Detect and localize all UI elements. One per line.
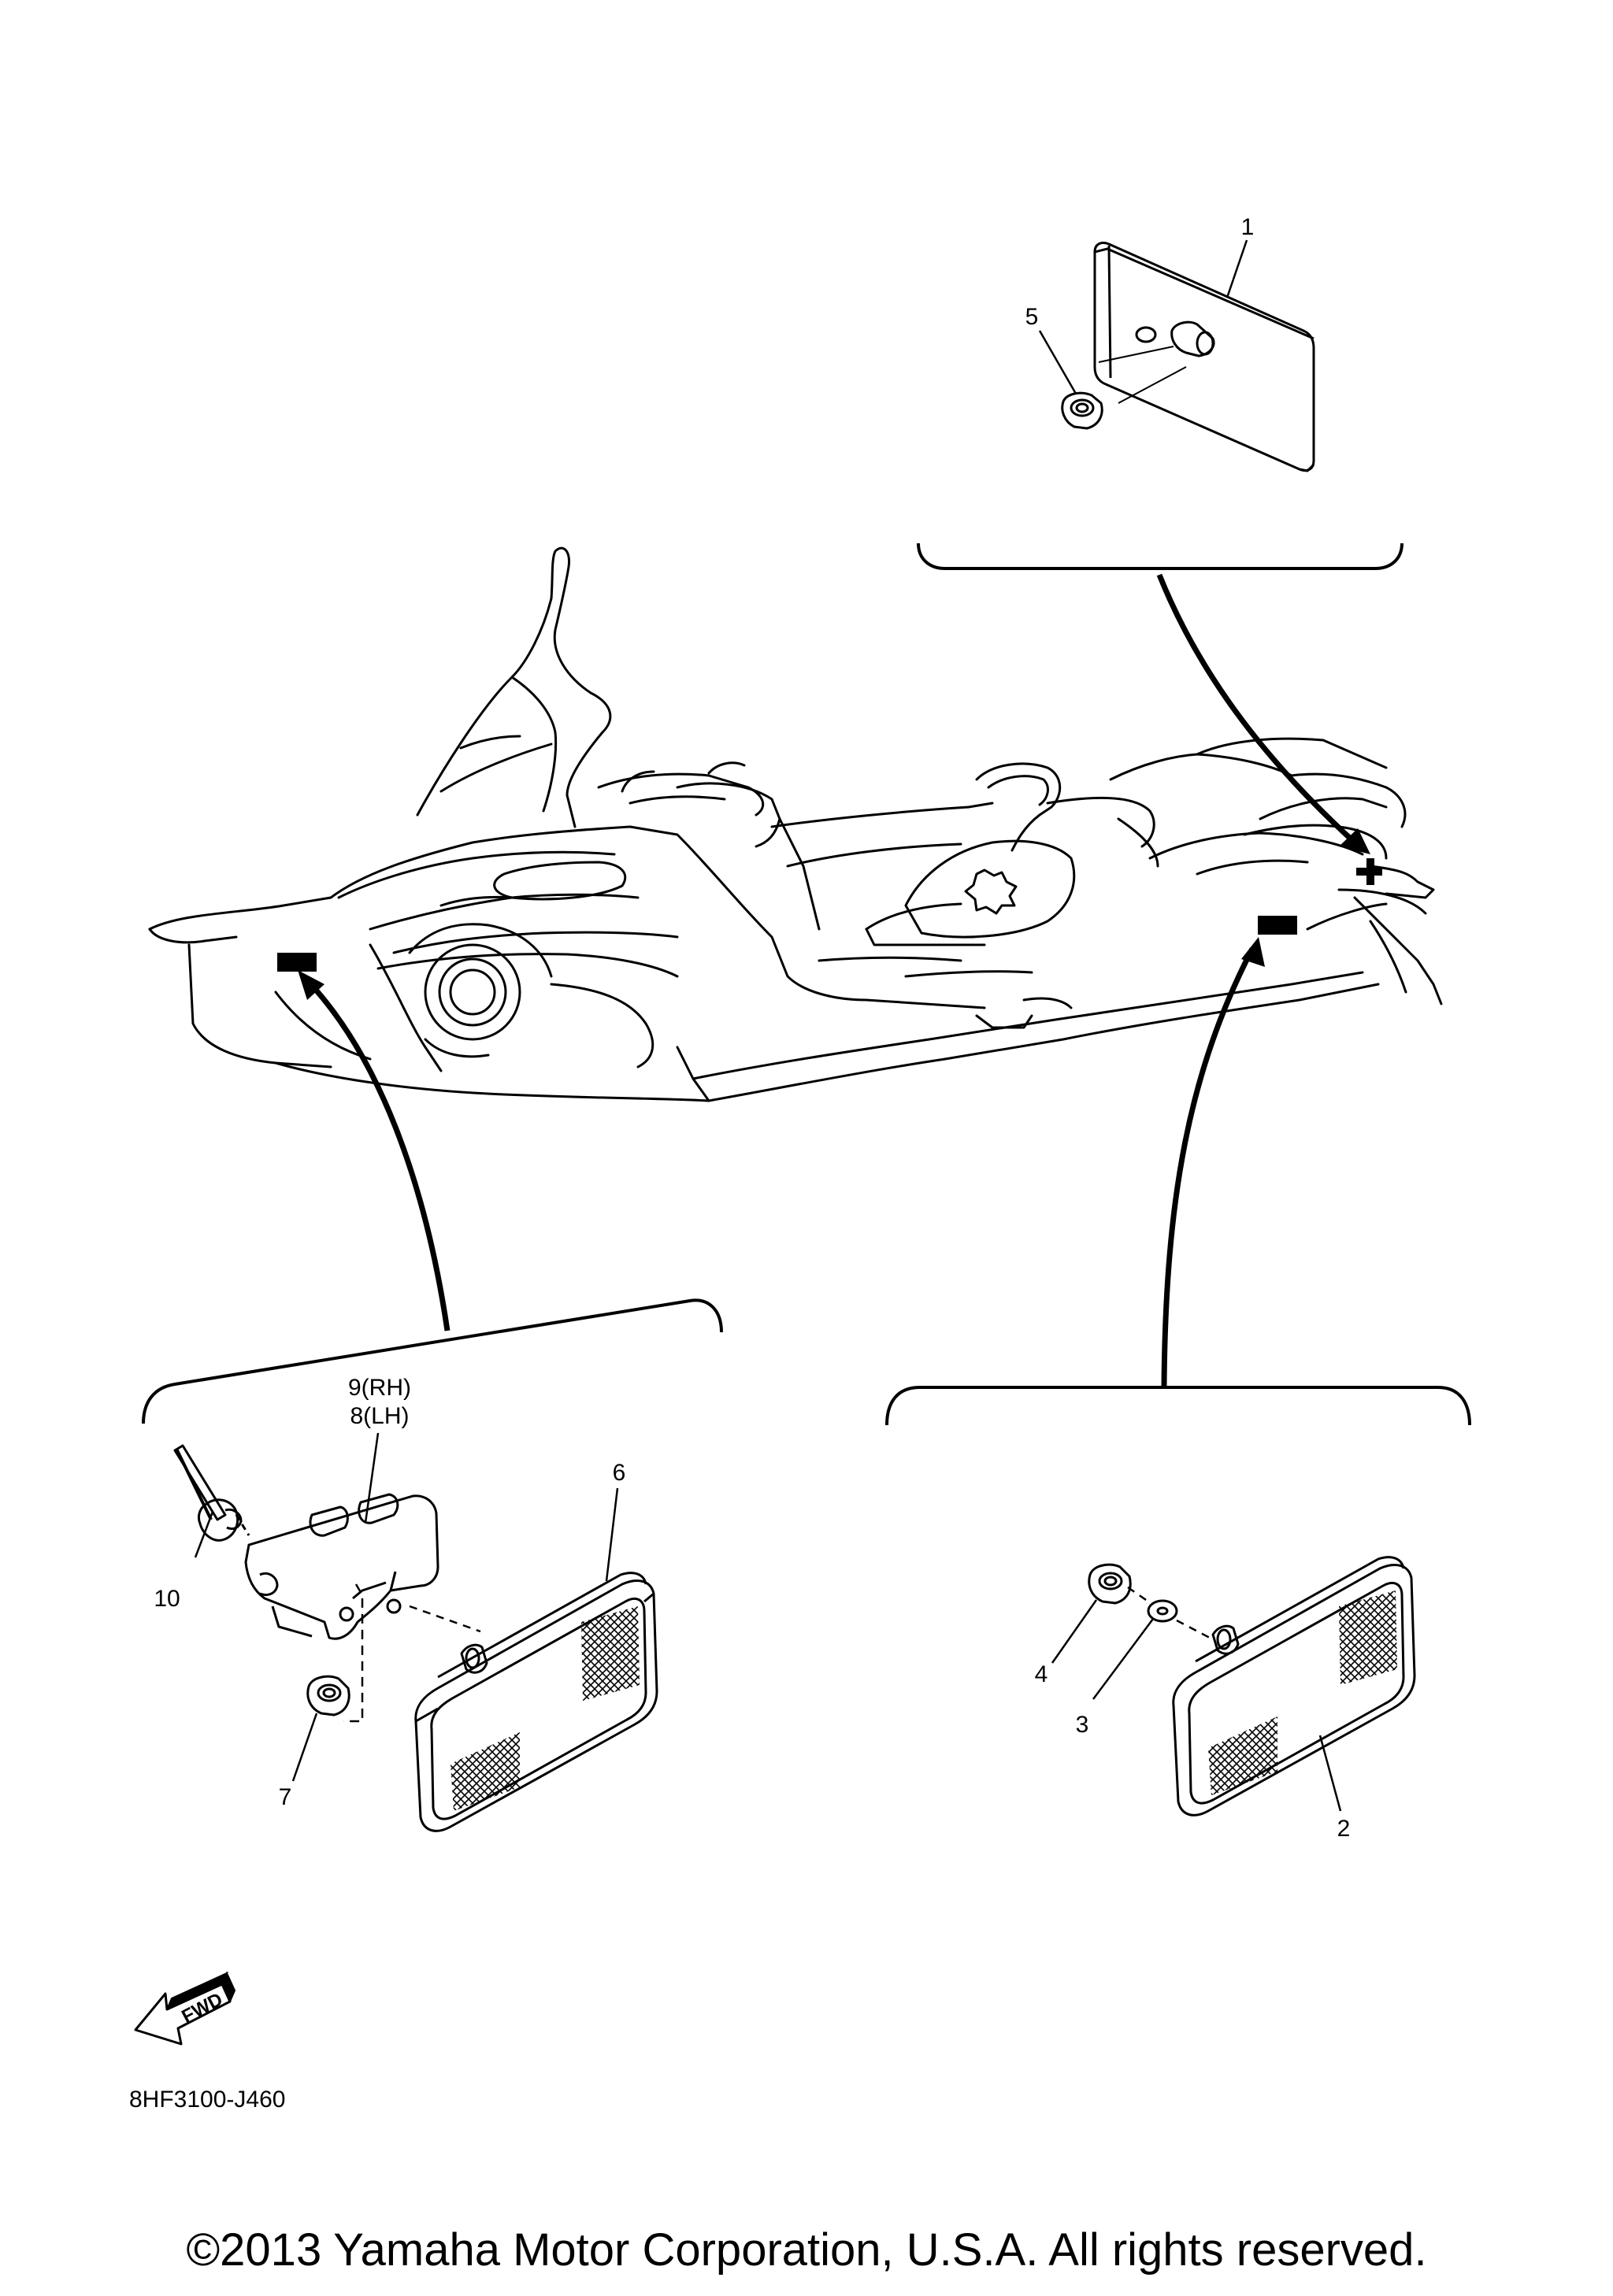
part-2-reflector (1172, 1564, 1416, 1816)
part-8-9-bracket (244, 1494, 439, 1640)
detail-brackets (142, 543, 1471, 1426)
callout-7: 7 (279, 1784, 292, 1810)
callout-2: 2 (1337, 1816, 1351, 1842)
part-3-washer (1147, 1599, 1178, 1623)
callout-9: 9(RH) (348, 1375, 411, 1401)
left-reflector-detail (173, 1444, 658, 1832)
front-reflector-location (277, 953, 317, 972)
callout-4: 4 (1035, 1661, 1048, 1687)
plate-detail (1061, 241, 1315, 472)
diagram-code: 8HF3100-J460 (129, 2087, 285, 2113)
callout-6: 6 (613, 1460, 626, 1486)
part-1-stud (1170, 320, 1215, 357)
part-4-nut (1088, 1563, 1132, 1605)
snowmobile-illustration (148, 546, 1443, 1102)
right-reflector-detail (1088, 1556, 1416, 1816)
callout-1: 1 (1241, 214, 1255, 240)
leader-arrows (305, 573, 1357, 1387)
part-1-plate (1093, 241, 1315, 472)
callout-leader-lines (194, 239, 1342, 1812)
plate-mount-location (1356, 858, 1382, 885)
fwd-arrow-icon: FWD (134, 1971, 236, 2046)
part-6-reflector (414, 1579, 658, 1832)
callout-5: 5 (1025, 304, 1039, 330)
part-7-nut (306, 1675, 350, 1716)
callout-10: 10 (154, 1586, 180, 1612)
arrow-heads (298, 828, 1370, 1000)
callout-3: 3 (1076, 1712, 1089, 1738)
rear-reflector-location (1258, 916, 1297, 935)
copyright-notice: ©2013 Yamaha Motor Corporation, U.S.A. A… (186, 2224, 1427, 2276)
callout-8: 8(LH) (350, 1403, 409, 1429)
